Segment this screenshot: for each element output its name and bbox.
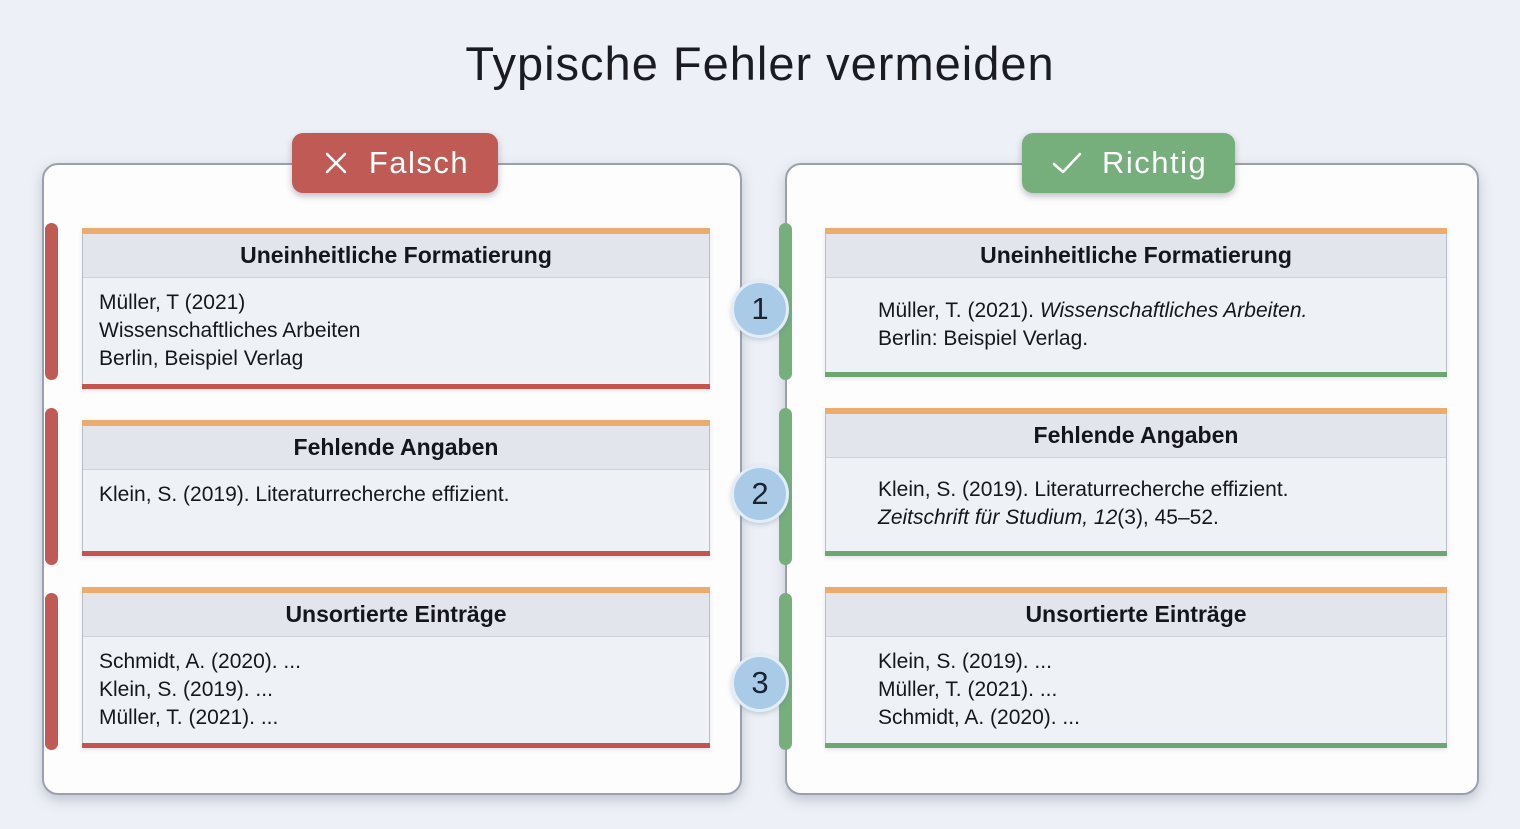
citation-line: Müller, T (2021): [99, 291, 246, 314]
step-number: 1: [751, 291, 769, 326]
step-number: 2: [751, 476, 769, 511]
citation-line: Wissenschaftliches Arbeiten: [99, 319, 361, 342]
citation-line: Klein, S. (2019). ...: [99, 678, 273, 701]
card-top-accent: [825, 587, 1447, 593]
citation-line: Schmidt, A. (2020). ...: [878, 706, 1080, 729]
red-accent-bar: [45, 593, 58, 750]
card-citation-text: Müller, T (2021) Wissenschaftliches Arbei…: [83, 278, 709, 384]
step-circle-3: 3: [731, 654, 789, 712]
card-header: Fehlende Angaben: [826, 413, 1446, 458]
card-header: Uneinheitliche Formatierung: [826, 234, 1446, 278]
card-top-accent: [825, 407, 1447, 414]
citation-line: Schmidt, A. (2020). ...: [99, 650, 301, 673]
card-citation-text: Schmidt, A. (2020). ... Klein, S. (2019).…: [83, 637, 709, 743]
card-header: Unsortierte Einträge: [826, 593, 1446, 637]
card-citation-text: Klein, S. (2019). Literaturrecherche eff…: [83, 470, 709, 551]
card-citation-text: Klein, S. (2019). ... Müller, T. (2021). …: [826, 637, 1446, 743]
citation-line: Zeitschrift für Studium, 12(3), 45–52.: [878, 506, 1219, 530]
card-citation-text: Klein, S. (2019). Literaturrecherche eff…: [826, 458, 1446, 552]
card-header: Fehlende Angaben: [83, 426, 709, 470]
card-top-accent: [82, 587, 710, 593]
card-bottom-accent: [82, 384, 710, 389]
x-icon: [321, 148, 351, 178]
citation-line: Klein, S. (2019). ...: [878, 650, 1052, 673]
check-icon: [1050, 148, 1084, 178]
citation-line: Müller, T. (2021). ...: [99, 706, 279, 729]
card-top-accent: [82, 228, 710, 234]
citation-line: Klein, S. (2019). Literaturrecherche eff…: [878, 478, 1289, 502]
card-citation-text: Müller, T. (2021). Wissenschaftliches Ar…: [826, 278, 1446, 372]
card-top-accent: [825, 228, 1447, 234]
citation-line: Berlin: Beispiel Verlag.: [878, 326, 1089, 350]
citation-line: Müller, T. (2021). Wissenschaftliches Ar…: [878, 298, 1308, 322]
step-circle-2: 2: [731, 465, 789, 523]
card-header: Unsortierte Einträge: [83, 593, 709, 637]
card-bottom-accent: [825, 371, 1447, 377]
card-top-accent: [82, 420, 710, 426]
step-circle-1: 1: [731, 280, 789, 338]
citation-line: Müller, T. (2021). ...: [878, 678, 1058, 701]
card-header: Uneinheitliche Formatierung: [83, 234, 709, 278]
citation-line: Klein, S. (2019). Literaturrecherche eff…: [99, 483, 510, 506]
citation-line: Berlin, Beispiel Verlag: [99, 347, 304, 370]
falsch-badge-label: Falsch: [368, 145, 470, 180]
step-number: 3: [751, 665, 769, 700]
richtig-badge: Richtig: [1022, 133, 1236, 193]
richtig-badge-label: Richtig: [1102, 145, 1208, 180]
falsch-badge: Falsch: [292, 133, 498, 193]
card-bottom-accent: [82, 743, 710, 748]
card-bottom-accent: [825, 551, 1447, 556]
card-bottom-accent: [82, 551, 710, 556]
page-title: Typische Fehler vermeiden: [465, 37, 1055, 90]
red-accent-bar: [45, 408, 58, 565]
card-bottom-accent: [825, 743, 1447, 748]
red-accent-bar: [45, 223, 58, 380]
